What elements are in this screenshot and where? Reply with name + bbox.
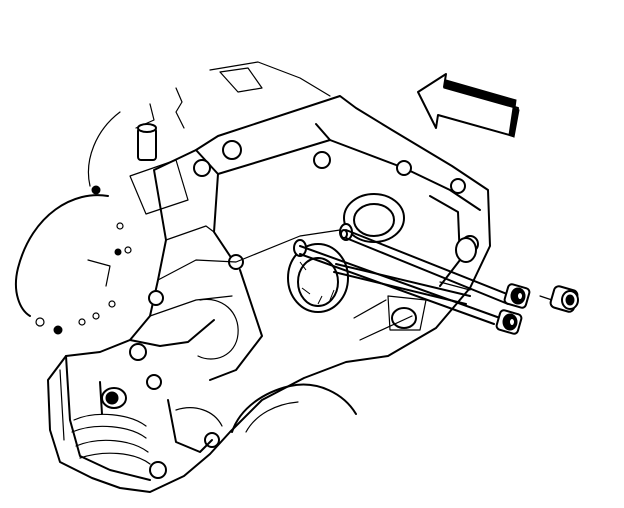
direction-arrow	[417, 73, 520, 138]
engine-block	[14, 61, 331, 335]
nut	[503, 283, 531, 309]
front-cover	[47, 95, 491, 493]
nut	[495, 309, 523, 335]
oil-pump-bore	[287, 243, 349, 313]
nut	[539, 285, 579, 313]
bolt	[299, 229, 513, 325]
